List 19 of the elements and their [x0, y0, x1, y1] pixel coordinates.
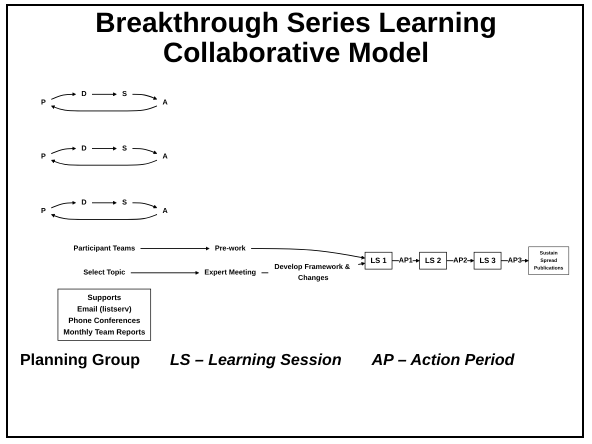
arrow	[50, 200, 76, 208]
arrow	[132, 202, 158, 208]
diagram-title: Breakthrough Series Learning Collaborative Model	[94, 8, 498, 68]
arrow	[50, 160, 158, 166]
arrow	[132, 148, 158, 154]
arrow	[140, 246, 210, 250]
arrow	[92, 200, 117, 205]
arrow	[132, 94, 158, 100]
legend-note: LS – Learning Session	[170, 352, 342, 370]
arrow	[130, 270, 200, 275]
arrow	[92, 92, 117, 96]
arrow	[50, 92, 76, 100]
arrow	[50, 146, 76, 154]
legend-note: AP – Action Period	[372, 352, 514, 370]
arrow	[250, 248, 366, 260]
group-label: Planning Group	[20, 352, 140, 370]
arrow	[50, 105, 158, 112]
arrow	[92, 146, 117, 151]
arrow	[50, 214, 158, 220]
